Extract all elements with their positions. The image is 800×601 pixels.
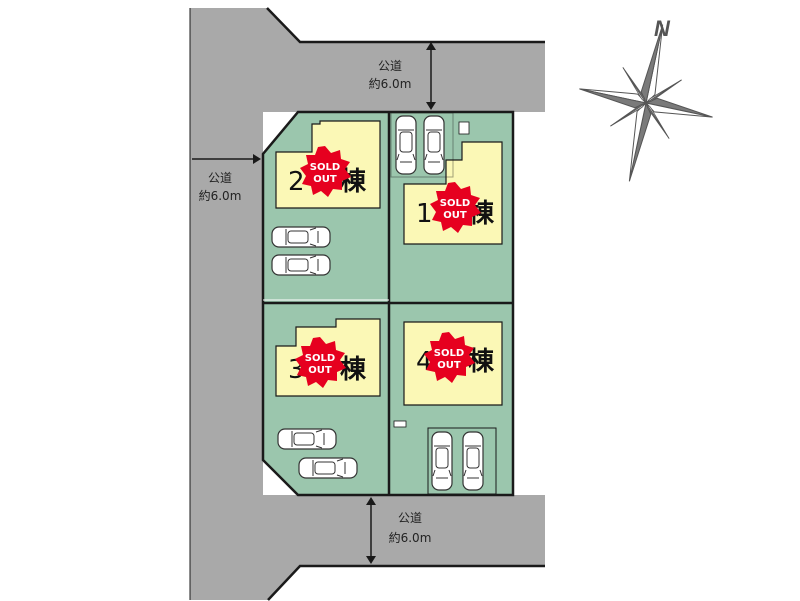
compass-rose-icon — [579, 24, 713, 182]
road-label-left-line2: 約6.0m — [199, 188, 242, 203]
road-area-bottom — [190, 495, 545, 600]
badge-line1: SOLD — [310, 162, 340, 173]
badge-line2: OUT — [437, 360, 461, 371]
unit-label-1: 1 棟 SOLD OUT — [416, 182, 495, 233]
car-icon — [271, 226, 331, 248]
car-icon — [277, 428, 337, 450]
badge-line2: OUT — [443, 210, 467, 221]
road-width-arrow-bottom — [366, 497, 376, 564]
car-icon — [462, 431, 484, 491]
unit-label-3: 3 棟 SOLD OUT — [288, 337, 367, 388]
unit-kanji: 棟 — [340, 355, 367, 385]
badge-line2: OUT — [308, 365, 332, 376]
road-label-bottom-line2: 約6.0m — [389, 530, 432, 545]
unit-number: 1 — [416, 199, 433, 229]
road-label-top-line2: 約6.0m — [369, 76, 412, 91]
parking-space-unit-4 — [427, 427, 497, 495]
road-edge-line — [267, 564, 545, 601]
road-width-arrow-left — [192, 154, 261, 164]
unit-label-2: 2 棟 SOLD OUT — [288, 146, 367, 197]
unit-number: 2 — [288, 167, 305, 197]
car-icon — [271, 254, 331, 276]
unit-label-4: 4 棟 SOLD OUT — [416, 332, 495, 383]
badge-line1: SOLD — [305, 353, 335, 364]
car-icon — [423, 115, 445, 175]
compass-north-label: N — [654, 16, 671, 41]
road-label-top-line1: 公道 — [378, 59, 402, 73]
road-label-bottom-line1: 公道 — [398, 511, 422, 525]
parking-space-unit-1 — [390, 112, 454, 178]
badge-line2: OUT — [313, 174, 337, 185]
road-label-left-line1: 公道 — [208, 171, 232, 185]
badge-line1: SOLD — [434, 348, 464, 359]
car-icon — [431, 431, 453, 491]
car-icon — [395, 115, 417, 175]
road-width-arrow-top — [426, 42, 436, 110]
badge-line1: SOLD — [440, 198, 470, 209]
utility-marker — [458, 121, 470, 135]
car-icon — [298, 457, 358, 479]
utility-marker — [393, 420, 407, 428]
road-edge-line — [266, 7, 545, 44]
